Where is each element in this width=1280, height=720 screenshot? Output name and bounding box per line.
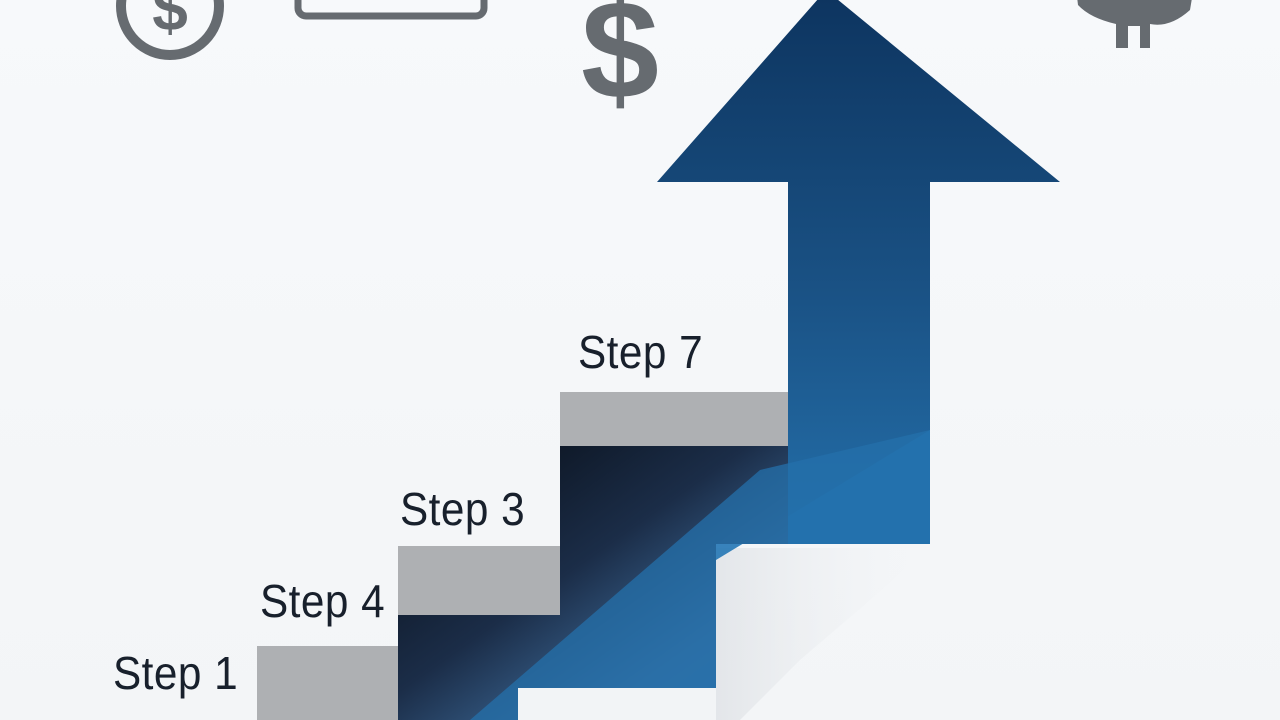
- step-label-4: Step 4: [260, 575, 386, 627]
- growth-arrow: [657, 0, 1060, 544]
- svg-text:$: $: [581, 0, 659, 128]
- svg-text:$: $: [152, 0, 188, 44]
- step-label-3: Step 3: [400, 483, 526, 535]
- stairs-base-panel: [518, 688, 716, 720]
- step-top-1: [257, 646, 398, 720]
- step-label-7: Step 7: [578, 326, 704, 378]
- stairs-shadow: [716, 548, 930, 720]
- dollar-sign-icon: $: [581, 0, 659, 128]
- piggy-bank-icon: [1077, 0, 1192, 48]
- step-top-2: [398, 546, 560, 615]
- step-top-3: [560, 392, 788, 446]
- stairs-highlight: [470, 430, 930, 720]
- dollar-coin-icon: $: [116, 0, 224, 60]
- card-icon: [294, 0, 488, 20]
- step-label-1: Step 1: [113, 647, 239, 699]
